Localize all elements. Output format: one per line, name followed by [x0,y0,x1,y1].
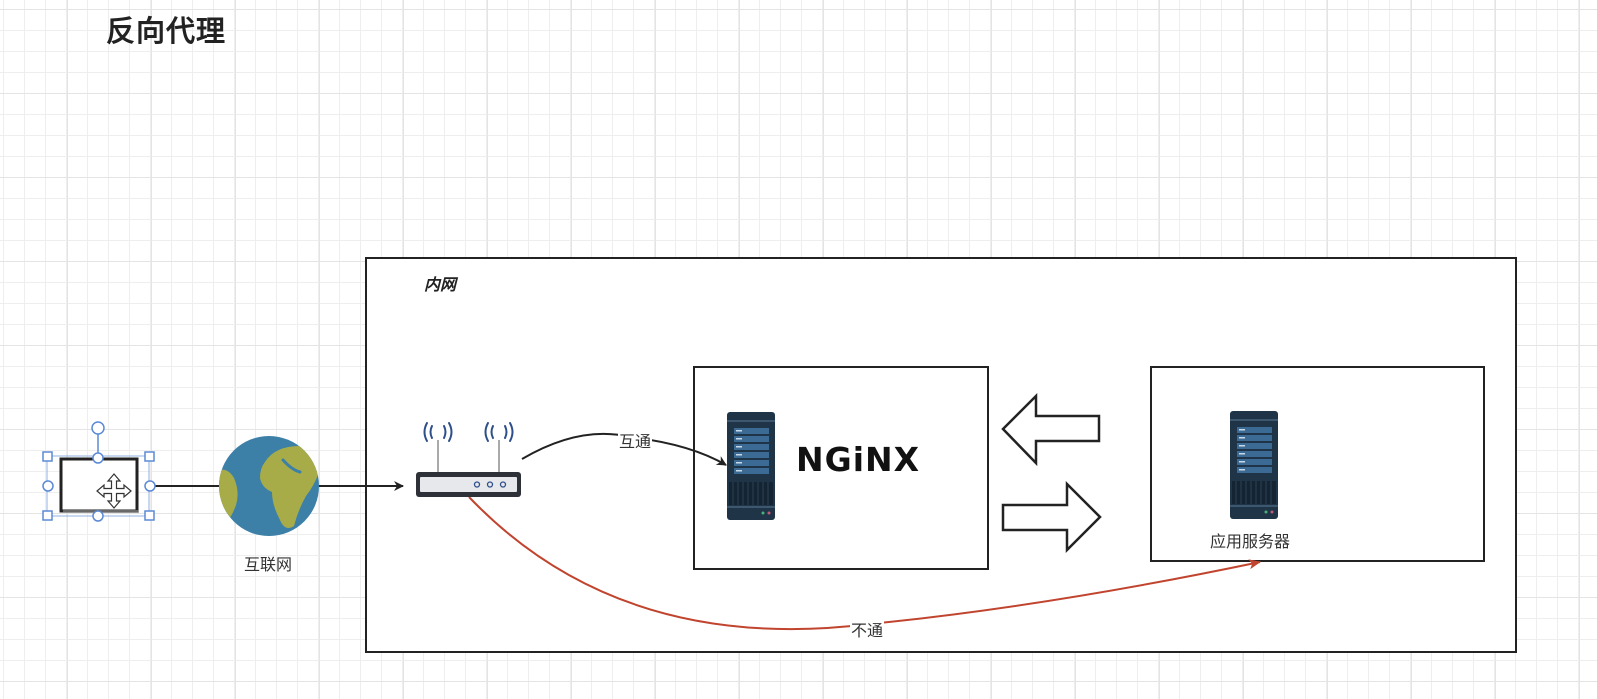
block-arrow-right[interactable] [1001,480,1102,554]
app-server-icon[interactable] [1230,411,1278,519]
move-cursor-icon [96,473,132,509]
app-server-label: 应用服务器 [1210,532,1291,551]
edge-label-connected: 互通 [618,428,653,452]
intranet-label: 内网 [424,275,457,294]
client-node-selected[interactable] [42,421,156,522]
router-icon[interactable] [416,422,521,497]
internet-label: 互联网 [244,555,293,574]
block-arrow-left[interactable] [1001,392,1101,467]
globe-icon[interactable] [219,436,320,536]
nginx-logo: NGiNX [796,440,921,479]
diagram-title: 反向代理 [106,14,227,48]
app-server-container[interactable] [1150,366,1485,562]
edge-router-to-app-server-blocked[interactable] [468,496,1261,631]
resize-handles[interactable] [42,451,156,522]
rotate-handle[interactable] [91,421,105,435]
wifi-signal-icon [423,422,514,442]
nginx-server-icon[interactable] [727,412,775,520]
edge-label-blocked: 不通 [850,617,885,641]
